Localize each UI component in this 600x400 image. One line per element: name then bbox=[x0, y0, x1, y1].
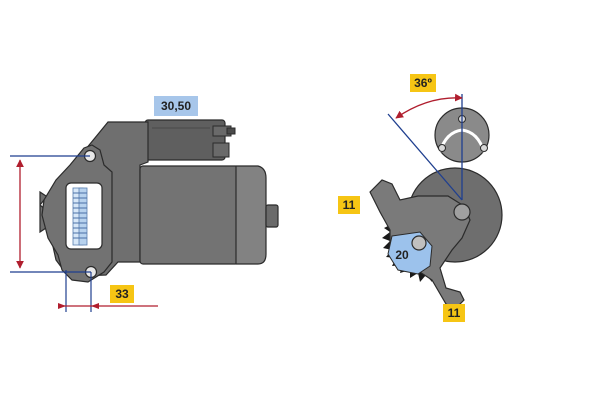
solenoid bbox=[144, 119, 236, 161]
pinion-gear bbox=[72, 187, 88, 246]
end-shaft bbox=[453, 203, 471, 221]
label-11-bottom: 11 bbox=[443, 304, 465, 322]
pinion-end-gear bbox=[387, 231, 433, 275]
label-20: 20 bbox=[395, 248, 409, 262]
dimension-33 bbox=[58, 270, 158, 312]
label-33: 33 bbox=[110, 285, 134, 303]
label-30-50: 30,50 bbox=[154, 96, 198, 116]
label-30-50-text: 30,50 bbox=[161, 99, 191, 113]
vertical-dimension bbox=[10, 155, 91, 273]
label-11-bottom-text: 11 bbox=[448, 306, 461, 320]
label-20-text: 20 bbox=[395, 248, 409, 262]
label-11-left-text: 11 bbox=[343, 198, 356, 212]
label-33-text: 33 bbox=[115, 287, 129, 301]
angle-36-indicator bbox=[387, 93, 463, 201]
starter-side-view: 30,50 33 bbox=[10, 96, 279, 312]
motor-body bbox=[139, 165, 279, 265]
label-36deg-text: 36º bbox=[414, 76, 432, 90]
starter-end-view: 36º 11 11 20 bbox=[338, 74, 503, 322]
label-36deg: 36º bbox=[410, 74, 436, 92]
label-11-left: 11 bbox=[338, 196, 360, 214]
